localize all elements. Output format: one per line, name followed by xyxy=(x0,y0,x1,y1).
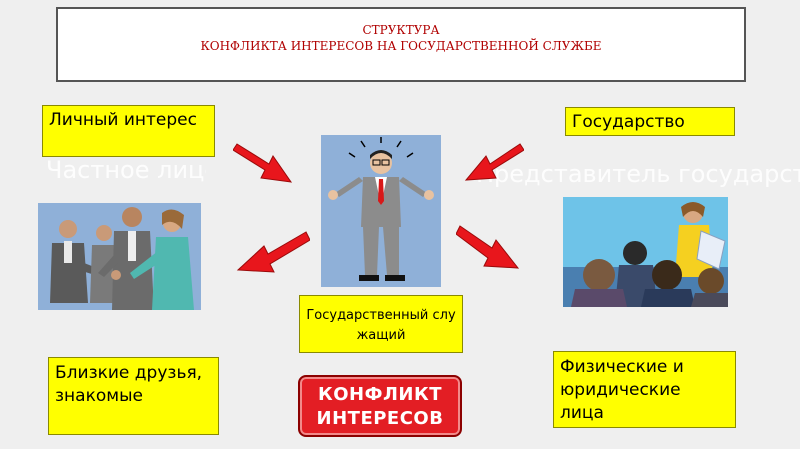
conflict-of-interest-label: КОНФЛИКТ ИНТЕРЕСОВ xyxy=(316,384,444,429)
arrow-icon xyxy=(464,143,524,181)
ghost-state-representative: Представитель государства xyxy=(476,160,800,188)
ghost-private-person: Частное лицо xyxy=(46,156,206,184)
civil-servant-box: Государственный служащий xyxy=(299,295,463,353)
arrow-icon xyxy=(236,231,310,273)
persons-box: Физические и юридические лица xyxy=(553,351,736,428)
handshake-people-picture xyxy=(38,203,201,310)
title-line-1: СТРУКТУРА xyxy=(362,23,440,37)
civil-servant-label: Государственный служащий xyxy=(306,308,456,343)
conflict-of-interest-button[interactable]: КОНФЛИКТ ИНТЕРЕСОВ xyxy=(298,375,462,437)
state-label: Государство xyxy=(572,112,685,132)
personal-interest-label: Личный интерес xyxy=(49,110,197,130)
arrow-icon xyxy=(456,225,520,269)
title-line-2: КОНФЛИКТА ИНТЕРЕСОВ НА ГОСУДАРСТВЕННОЙ С… xyxy=(200,39,602,53)
civil-servant-figure xyxy=(321,135,441,287)
persons-label: Физические и юридические лица xyxy=(560,357,684,423)
friends-label: Близкие друзья, знакомые xyxy=(55,363,203,406)
personal-interest-box: Личный интерес xyxy=(42,105,215,157)
arrow-icon xyxy=(233,143,293,183)
title-box: СТРУКТУРА КОНФЛИКТА ИНТЕРЕСОВ НА ГОСУДАР… xyxy=(56,7,746,82)
state-box: Государство xyxy=(565,107,735,136)
friends-box: Близкие друзья, знакомые xyxy=(48,357,219,435)
meeting-people-picture xyxy=(563,197,728,307)
